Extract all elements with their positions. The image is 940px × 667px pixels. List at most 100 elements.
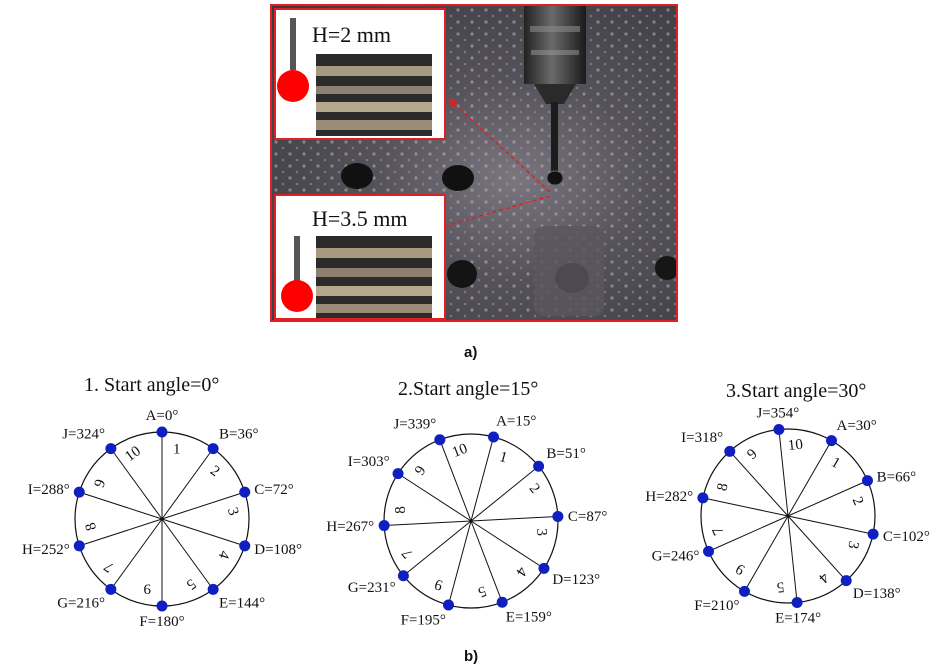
diagram-3-point-label: F=210° [694,598,739,614]
diagram-2-spoke [470,520,503,603]
diagram-2-point-label: J=339° [393,416,436,432]
diagram-2-spoke [397,473,472,522]
diagram-3-point [739,585,750,597]
diagram-3-point [773,423,785,435]
diagram-3-sequence-number: 9 [733,560,747,578]
diagram-3-point [791,597,803,609]
diagram-3-sequence-number: 7 [710,524,728,538]
diagram-3-point [867,528,879,540]
diagram-2-point-label: F=195° [401,613,446,629]
diagram-2-point [496,596,508,608]
diagram-2-point [434,434,446,446]
diagram-2-point-label: B=51° [546,446,585,462]
panel-b-caption: b) [464,648,479,665]
diagram-3-sequence-number: 1 [828,454,842,472]
diagram-1-sequence-number: 5 [183,575,198,592]
diagram-1-sequence-number: 2 [207,463,222,480]
diagram-1-spoke [161,491,245,520]
diagram-3-center [786,514,790,518]
diagram-2-spoke [470,436,495,522]
diagram-1-point-label: B=36° [219,427,258,443]
diagram-2-point [552,510,564,522]
diagram-1-point-label: H=252° [22,542,70,558]
diagram-3-point [840,575,852,587]
diagram-2-sequence-number: 4 [512,564,530,579]
diagram-2-point [392,468,404,480]
inset-top-label: H=2 mm [312,22,392,47]
diagram-1-point [73,486,85,498]
diagram-1-spoke [161,448,214,520]
diagram-3-spoke [787,515,874,535]
diagram-2-spoke [470,520,545,569]
diagram-2-sequence-number: 7 [399,545,416,561]
diagram-1-spoke [110,448,163,520]
diagram-2-sequence-number: 5 [476,582,489,600]
diagram-3-sequence-number: 2 [849,495,867,508]
diagram-3-spoke [702,497,789,517]
diagram-1-sequence-number: 9 [143,580,151,596]
diagram-1-point [239,486,251,498]
diagram-2-point [378,520,390,532]
diagram-1-sequence-number: 3 [224,506,242,518]
panel-a-caption: a) [464,344,478,361]
diagram-2-sequence-number: 2 [526,481,543,497]
diagram-1-spoke [79,518,163,547]
diagram-3-point [861,475,873,487]
diagram-3-point-label: A=30° [837,418,877,434]
diagram-1-point-label: J=324° [62,427,105,443]
diagram-3-point-label: B=66° [877,470,916,486]
diagram-2-point-label: D=123° [552,572,600,588]
diagram-1-sequence-number: 7 [101,558,117,576]
diagram-1-point-label: G=216° [57,595,105,611]
diagram-1-point [105,583,117,595]
diagram-3-point-label: G=246° [652,548,700,564]
diagram-1-point-label: F=180° [139,614,184,630]
diagram-3-point [703,545,715,557]
diagram-2-sequence-number: 3 [533,528,549,536]
diagram-1-sequence-number: 8 [83,520,101,532]
diagram-1-point [73,540,85,552]
diagram-2-sequence-number: 9 [412,463,430,478]
diagram-3-point-label: J=354° [756,406,799,422]
diagram-3-point-label: C=102° [883,529,930,545]
diagram-1-point-label: E=144° [219,595,265,611]
diagram-1-sequence-number: 9 [92,477,110,489]
diagram-1-point-label: I=288° [28,482,70,498]
diagram-2-spoke [439,439,472,522]
diagram-2-point [442,599,454,611]
diagram-1-center [160,517,164,521]
diagram-1-point [239,540,251,552]
diagram-2-point-label: H=267° [326,519,374,535]
diagram-3-spoke [787,480,868,517]
diagram-2-point-label: E=159° [506,610,552,626]
diagram-1-sequence-number: 4 [215,548,233,561]
inset-bottom: H=3.5 mm [274,194,446,320]
diagram-1-point [207,583,219,595]
diagram-2-point-label: C=87° [568,509,607,525]
diagram-2-sequence-number: 10 [450,441,470,461]
diagram-2-point [533,460,545,472]
diagram-2-point [488,431,500,443]
diagram-2-point [538,562,550,574]
diagram-1-point [105,443,117,455]
diagram-3-spoke [729,451,789,517]
diagram-3-point [697,492,709,504]
diagram-3-sequence-number: 9 [744,446,760,463]
diagram-2-spoke [470,515,558,522]
diagram-3-point-label: H=282° [645,489,693,505]
diagram-1-point [156,426,168,438]
diagram-1-title: 1. Start angle=0° [84,374,220,396]
diagram-2-spoke [384,520,472,527]
diagram-1-point-label: A=0° [146,408,179,424]
diagram-3-sequence-number: 8 [715,482,732,493]
diagram-3-spoke [708,515,789,552]
diagram-3-sequence-number: 4 [815,569,832,586]
diagram-2-spoke [447,520,472,606]
diagram-2-point-label: G=231° [348,580,396,596]
probe-photo-panel: H=2 mm H=3.5 mm [270,4,678,322]
diagram-1-point-label: C=72° [254,482,293,498]
diagram-1-sequence-number: 10 [122,443,144,465]
diagram-3-spoke [744,515,789,592]
diagram-2-sequence-number: 9 [433,576,444,593]
